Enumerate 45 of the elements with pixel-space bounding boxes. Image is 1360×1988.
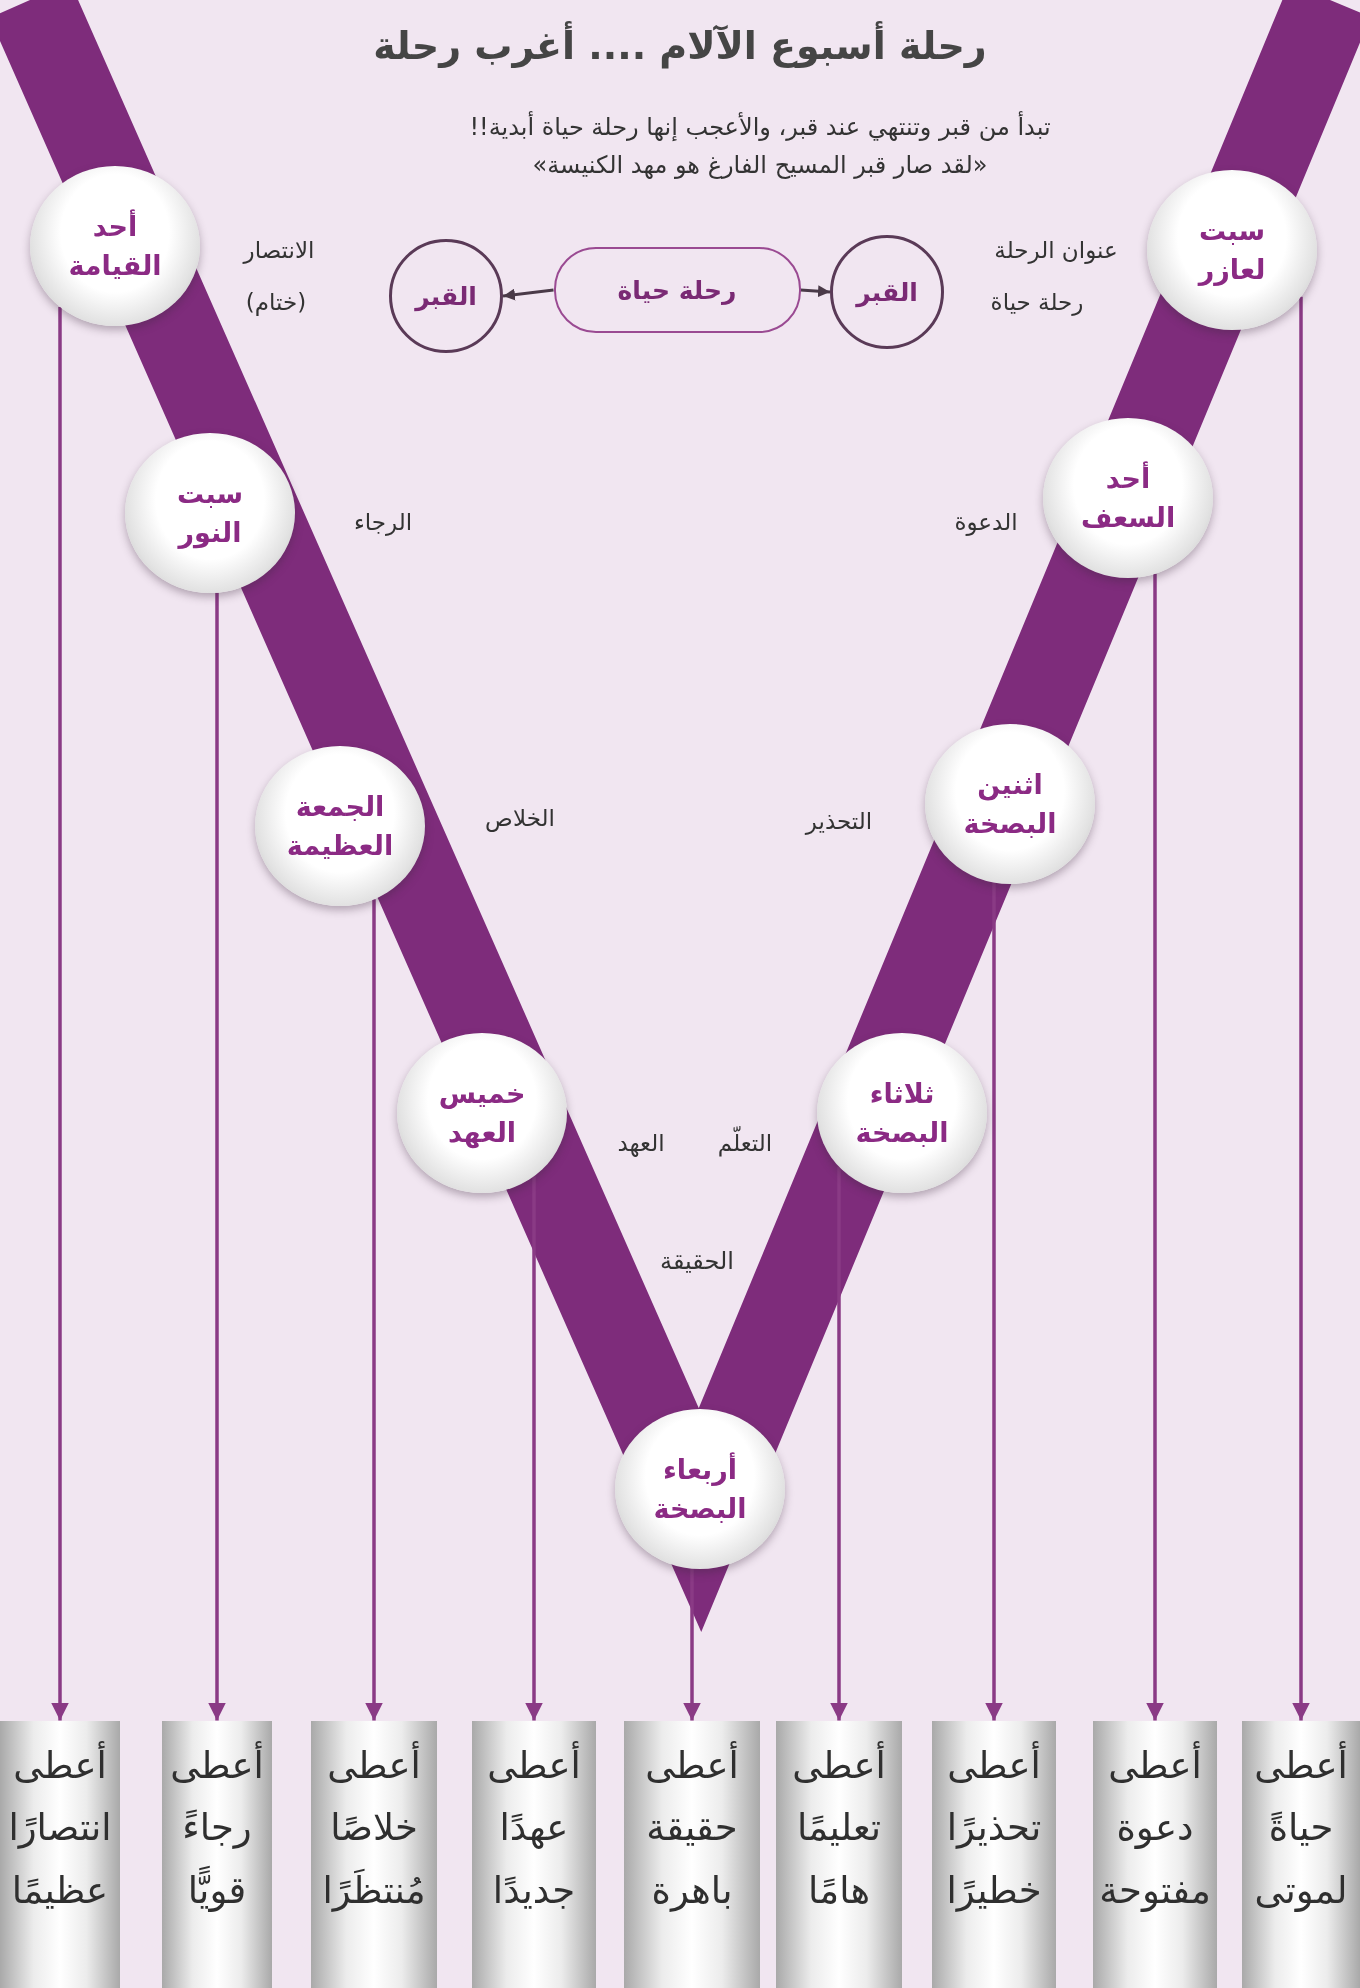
arrow <box>365 899 383 1721</box>
day-circle: خميس العهد <box>397 1033 567 1193</box>
day-label: العهد <box>617 1129 665 1158</box>
day-label: الخلاص <box>485 804 555 833</box>
gift-panel: أعطى عهدًا جديدًا <box>472 1720 596 1988</box>
day-circle: أحد القيامة <box>30 166 200 326</box>
day-circle: سبت لعازر <box>1147 170 1317 330</box>
arrow <box>800 285 831 298</box>
arrow <box>525 1176 543 1721</box>
day-label: عنوان الرحلة <box>994 236 1118 265</box>
day-label: الانتصار <box>243 236 315 265</box>
grave-circle: القبر <box>389 239 503 353</box>
arrow <box>683 1568 701 1721</box>
day-circle: ثلاثاء البصخة <box>817 1033 987 1193</box>
journey-box: رحلة حياة <box>553 247 801 333</box>
gift-panel: أعطى تعليمًا هامًا <box>776 1720 902 1988</box>
day-label: الدعوة <box>954 508 1018 537</box>
gift-panel: أعطى انتصارًا عظيمًا <box>0 1720 120 1988</box>
day-circle: أحد السعف <box>1043 418 1213 578</box>
arrow <box>502 288 554 301</box>
day-label: الرجاء <box>353 508 413 537</box>
arrow <box>51 307 69 1721</box>
day-circle: الجمعة العظيمة <box>255 746 425 906</box>
day-label: التعلّم <box>717 1128 773 1158</box>
grave-circle: القبر <box>830 235 944 349</box>
gift-panel: أعطى دعوة مفتوحة <box>1093 1720 1217 1988</box>
day-label: رحلة حياة <box>990 288 1084 317</box>
arrow <box>1292 296 1310 1721</box>
gift-panel: أعطى حياةً لموتى <box>1242 1720 1360 1988</box>
gift-panel: أعطى تحذيرًا خطيرًا <box>932 1720 1056 1988</box>
gift-panel: أعطى رجاءً قويًّا <box>162 1720 272 1988</box>
gift-panel: أعطى خلاصًا مُنتظَرًا <box>311 1720 437 1988</box>
day-label: التحذير <box>805 807 873 836</box>
day-label: الحقيقة <box>660 1247 734 1275</box>
subtitle: «لقد صار قبر المسيح الفارغ هو مهد الكنيسة» <box>532 151 988 179</box>
subtitle: تبدأ من قبر وتنتهي عند قبر، والأعجب إنها رحلة حياة أبدية!! <box>469 113 1051 141</box>
day-circle: أربعاء البصخة <box>615 1409 785 1569</box>
arrow <box>985 882 1003 1721</box>
arrow <box>830 1166 848 1721</box>
arrow <box>208 592 226 1721</box>
day-circle: اثنين البصخة <box>925 724 1095 884</box>
arrow <box>1146 573 1164 1721</box>
day-circle: سبت النور <box>125 433 295 593</box>
gift-panel: أعطى حقيقة باهرة <box>624 1720 760 1988</box>
day-label: (ختام) <box>245 288 307 317</box>
